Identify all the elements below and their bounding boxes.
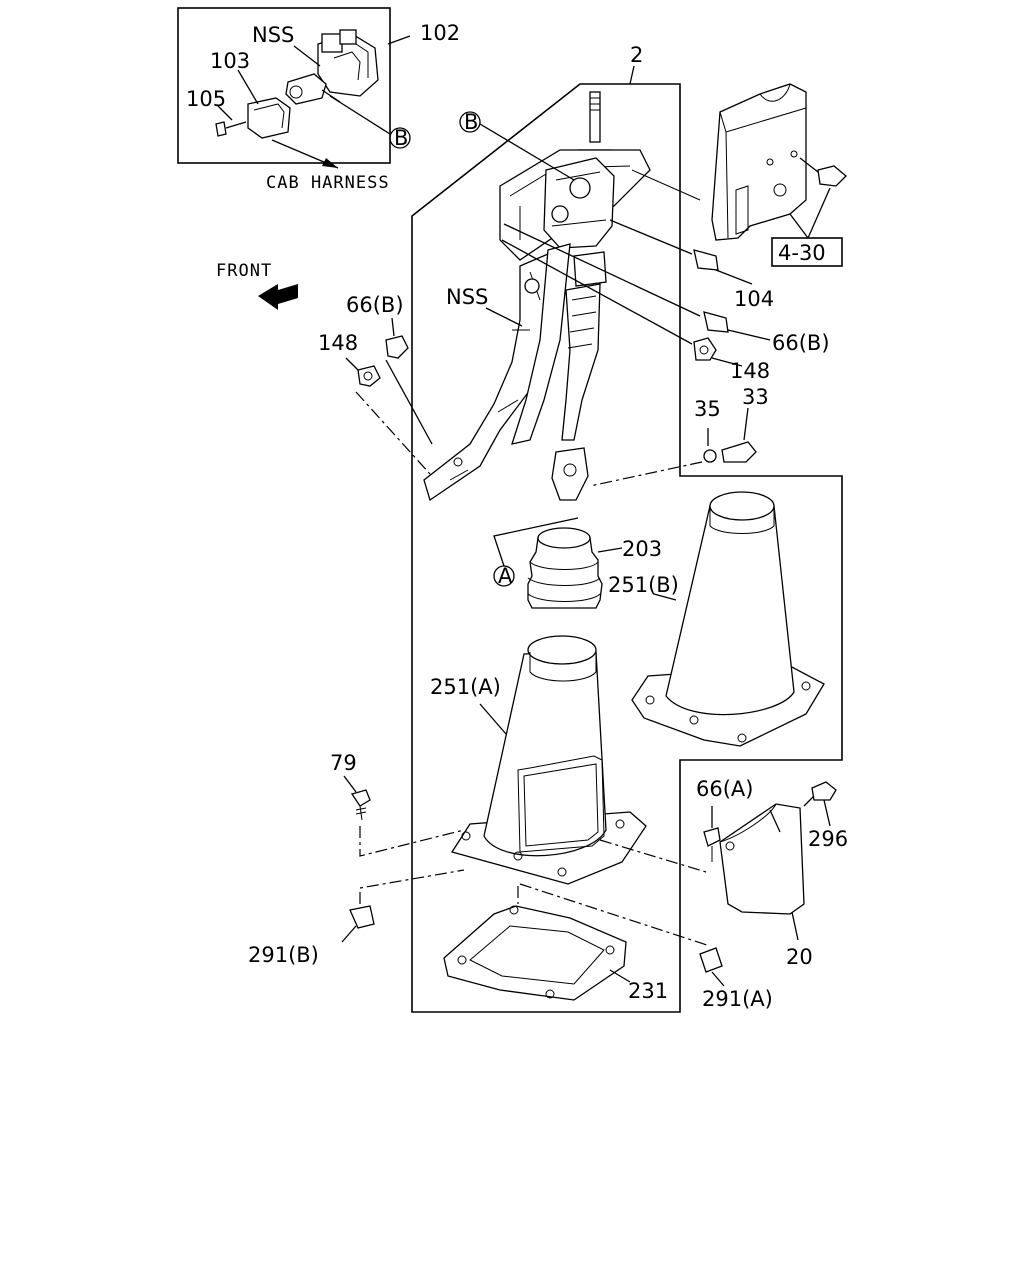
callout-296: 296 [808, 827, 848, 851]
label-front: FRONT [216, 261, 272, 281]
callout-103: 103 [210, 49, 250, 73]
front-arrow-icon [258, 284, 298, 310]
callout-148-left: 148 [318, 331, 358, 355]
callout-102: 102 [420, 21, 460, 45]
callout-79: 79 [330, 751, 357, 775]
callout-2: 2 [630, 43, 643, 67]
callout-66b-right: 66(B) [772, 331, 830, 355]
callout-105: 105 [186, 87, 226, 111]
callout-104: 104 [734, 287, 774, 311]
callout-148-right: 148 [730, 359, 770, 383]
screw-79 [343, 775, 465, 857]
ref-circle-a: A [498, 564, 513, 588]
callout-66a: 66(A) [696, 777, 753, 801]
clip-291a [519, 883, 725, 987]
callout-cab-harness: CAB HARNESS [266, 173, 390, 193]
fasteners-right [501, 219, 771, 487]
inset-box-connector [177, 7, 411, 169]
callout-291a: 291(A) [702, 987, 773, 1011]
fasteners-left [345, 307, 523, 475]
ref-b-upper [459, 111, 575, 181]
callout-251a: 251(A) [430, 675, 501, 699]
gasket-231 [443, 886, 631, 1001]
callout-291b: 291(B) [248, 943, 319, 967]
callout-35: 35 [694, 397, 721, 421]
cover-20 [599, 781, 837, 941]
ref-circle-b-inset: B [394, 126, 408, 150]
callout-231: 231 [628, 979, 668, 1003]
boot-251b [631, 491, 825, 747]
boot-251a [450, 635, 647, 885]
shift-lever-assembly [423, 91, 651, 502]
callout-203: 203 [622, 537, 662, 561]
boot-203 [493, 517, 623, 609]
assembly-border-2 [411, 65, 843, 1013]
callout-66b-left: 66(B) [346, 293, 404, 317]
callout-nss-top: NSS [252, 23, 294, 47]
callout-33: 33 [742, 385, 769, 409]
callout-20: 20 [786, 945, 813, 969]
clip-291b [341, 869, 465, 943]
callout-251b: 251(B) [608, 573, 679, 597]
callout-4-30: 4-30 [778, 241, 826, 265]
cover-4-30 [631, 83, 847, 267]
callout-nss-mid: NSS [446, 285, 488, 309]
ref-circle-b: B [464, 110, 478, 134]
